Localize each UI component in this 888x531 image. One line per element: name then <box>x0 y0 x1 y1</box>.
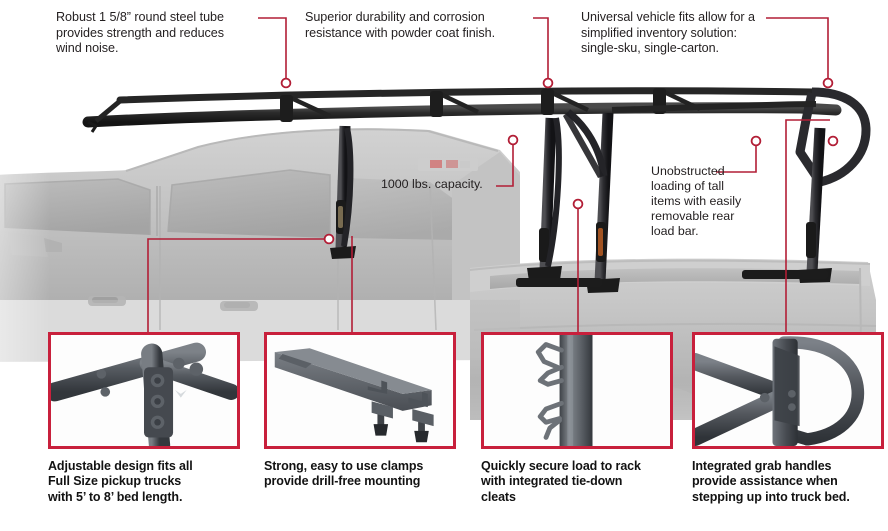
panel-tie-down-cleats <box>481 332 673 449</box>
caption-grab-handles: Integrated grab handles provide assistan… <box>692 459 850 504</box>
panel-clamps-image <box>267 335 453 446</box>
caption-clamps: Strong, easy to use clamps provide drill… <box>264 459 424 489</box>
panel-adjustable-design <box>48 332 240 449</box>
caption-adjustable-design: Adjustable design fits all Full Size pic… <box>48 459 193 504</box>
panel-adjustable-design-image <box>51 335 237 446</box>
panel-tie-down-cleats-image <box>484 335 670 446</box>
panel-clamps <box>264 332 456 449</box>
callout-powder-coat: Superior durability and corrosion resist… <box>305 10 496 40</box>
panel-grab-handles <box>692 332 884 449</box>
callout-steel-tube: Robust 1 5/8” round steel tube provides … <box>56 10 224 55</box>
callout-unobstructed-loading: Unobstructed loading of tall items with … <box>651 164 742 238</box>
callout-capacity: 1000 lbs. capacity. <box>381 177 483 191</box>
caption-tie-down-cleats: Quickly secure load to rack with integra… <box>481 459 641 504</box>
panel-grab-handles-image <box>695 335 881 446</box>
callout-universal-fit: Universal vehicle fits allow for a simpl… <box>581 10 755 55</box>
